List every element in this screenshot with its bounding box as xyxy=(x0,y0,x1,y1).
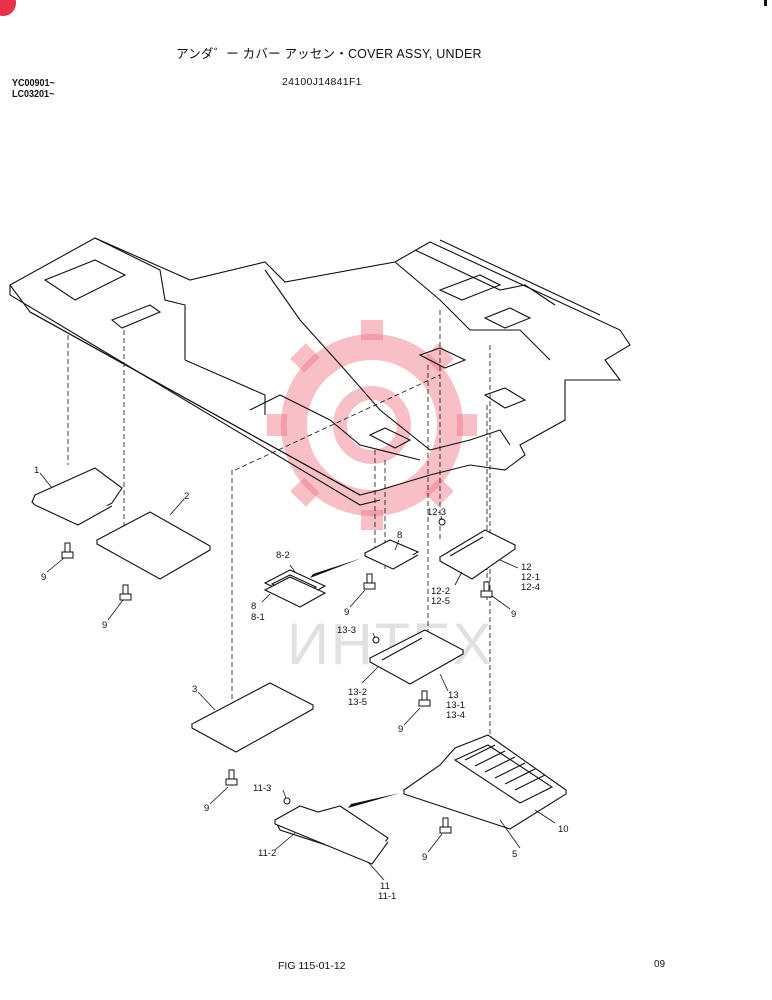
main-frame xyxy=(9,237,631,506)
callout-9-e: 9 xyxy=(398,724,403,735)
callout-2: 2 xyxy=(184,491,189,502)
callout-1: 1 xyxy=(34,465,39,476)
callout-12-5: 12-5 xyxy=(431,596,450,607)
callout-9-a: 9 xyxy=(41,572,46,583)
assembly-part-number: 24100J14841F1 xyxy=(282,76,362,88)
callout-13-2: 13-2 xyxy=(348,687,367,698)
part-8-cover-assembly xyxy=(263,539,420,608)
callout-12: 12 xyxy=(521,562,532,573)
callout-13-4: 13-4 xyxy=(446,710,465,721)
corner-logo-mark xyxy=(0,0,16,16)
callout-13-5: 13-5 xyxy=(348,697,367,708)
callout-3: 3 xyxy=(192,684,197,695)
callout-8: 8 xyxy=(397,530,402,541)
bolt-9-d xyxy=(480,581,493,598)
part-1-cover-plate xyxy=(31,467,123,526)
callout-5: 5 xyxy=(512,849,517,860)
leader-lines xyxy=(39,472,556,881)
bolt-9-e xyxy=(418,690,431,707)
callout-9-b: 9 xyxy=(102,620,107,631)
callout-labels: 1 2 3 5 8 8-2 8 8-1 9 9 9 9 9 9 9 10 11 … xyxy=(34,465,569,902)
callout-8-2: 8-2 xyxy=(276,550,290,561)
callout-9-g: 9 xyxy=(422,852,427,863)
callout-13-3: 13-3 xyxy=(337,625,356,636)
callout-12-1: 12-1 xyxy=(521,572,540,583)
bolt-9-a xyxy=(61,542,74,559)
callout-8-lower: 8 xyxy=(251,601,256,612)
callout-11-1: 11-1 xyxy=(378,891,396,902)
bolt-9-g xyxy=(439,817,452,834)
bolt-9-b xyxy=(119,584,132,601)
part-3-cover-plate xyxy=(190,682,315,753)
serial-range-1: YC00901~ xyxy=(12,78,55,89)
bolts xyxy=(61,518,493,834)
callout-9-d: 9 xyxy=(511,609,516,620)
callout-12-3: 12-3 xyxy=(427,507,446,518)
part-5-10-cover-with-grille xyxy=(402,734,567,830)
bolt-9-f xyxy=(225,769,238,786)
page-title: アンダ゛ー カバー アッセン・COVER ASSY, UNDER xyxy=(176,47,482,61)
part-11-cover-plate xyxy=(274,805,389,865)
callout-11-2: 11-2 xyxy=(258,848,276,859)
callout-11-3: 11-3 xyxy=(253,783,271,794)
serial-range-2: LC03201~ xyxy=(12,89,55,100)
direction-arrows xyxy=(310,558,400,808)
page-number: 09 xyxy=(654,959,666,970)
callout-9-f: 9 xyxy=(204,803,209,814)
edge-tick-mark xyxy=(764,0,767,6)
watermark-gear-emblem xyxy=(267,320,477,530)
part-2-cover-plate xyxy=(95,511,212,580)
callout-13-1: 13-1 xyxy=(446,700,465,711)
part-12-cover-plate xyxy=(438,529,517,580)
callout-11: 11 xyxy=(380,881,390,892)
nut-13-3 xyxy=(372,636,380,644)
callout-12-4: 12-4 xyxy=(521,582,540,593)
callout-9-c: 9 xyxy=(344,607,349,618)
callout-8-1: 8-1 xyxy=(251,612,265,623)
nut-11-3 xyxy=(283,797,291,805)
figure-reference: FIG 115-01-12 xyxy=(278,960,346,972)
callout-12-2: 12-2 xyxy=(431,586,450,597)
callout-13: 13 xyxy=(448,690,459,701)
callout-10: 10 xyxy=(558,824,569,835)
part-13-cover-plate xyxy=(368,629,465,685)
bolt-9-c xyxy=(363,573,376,590)
